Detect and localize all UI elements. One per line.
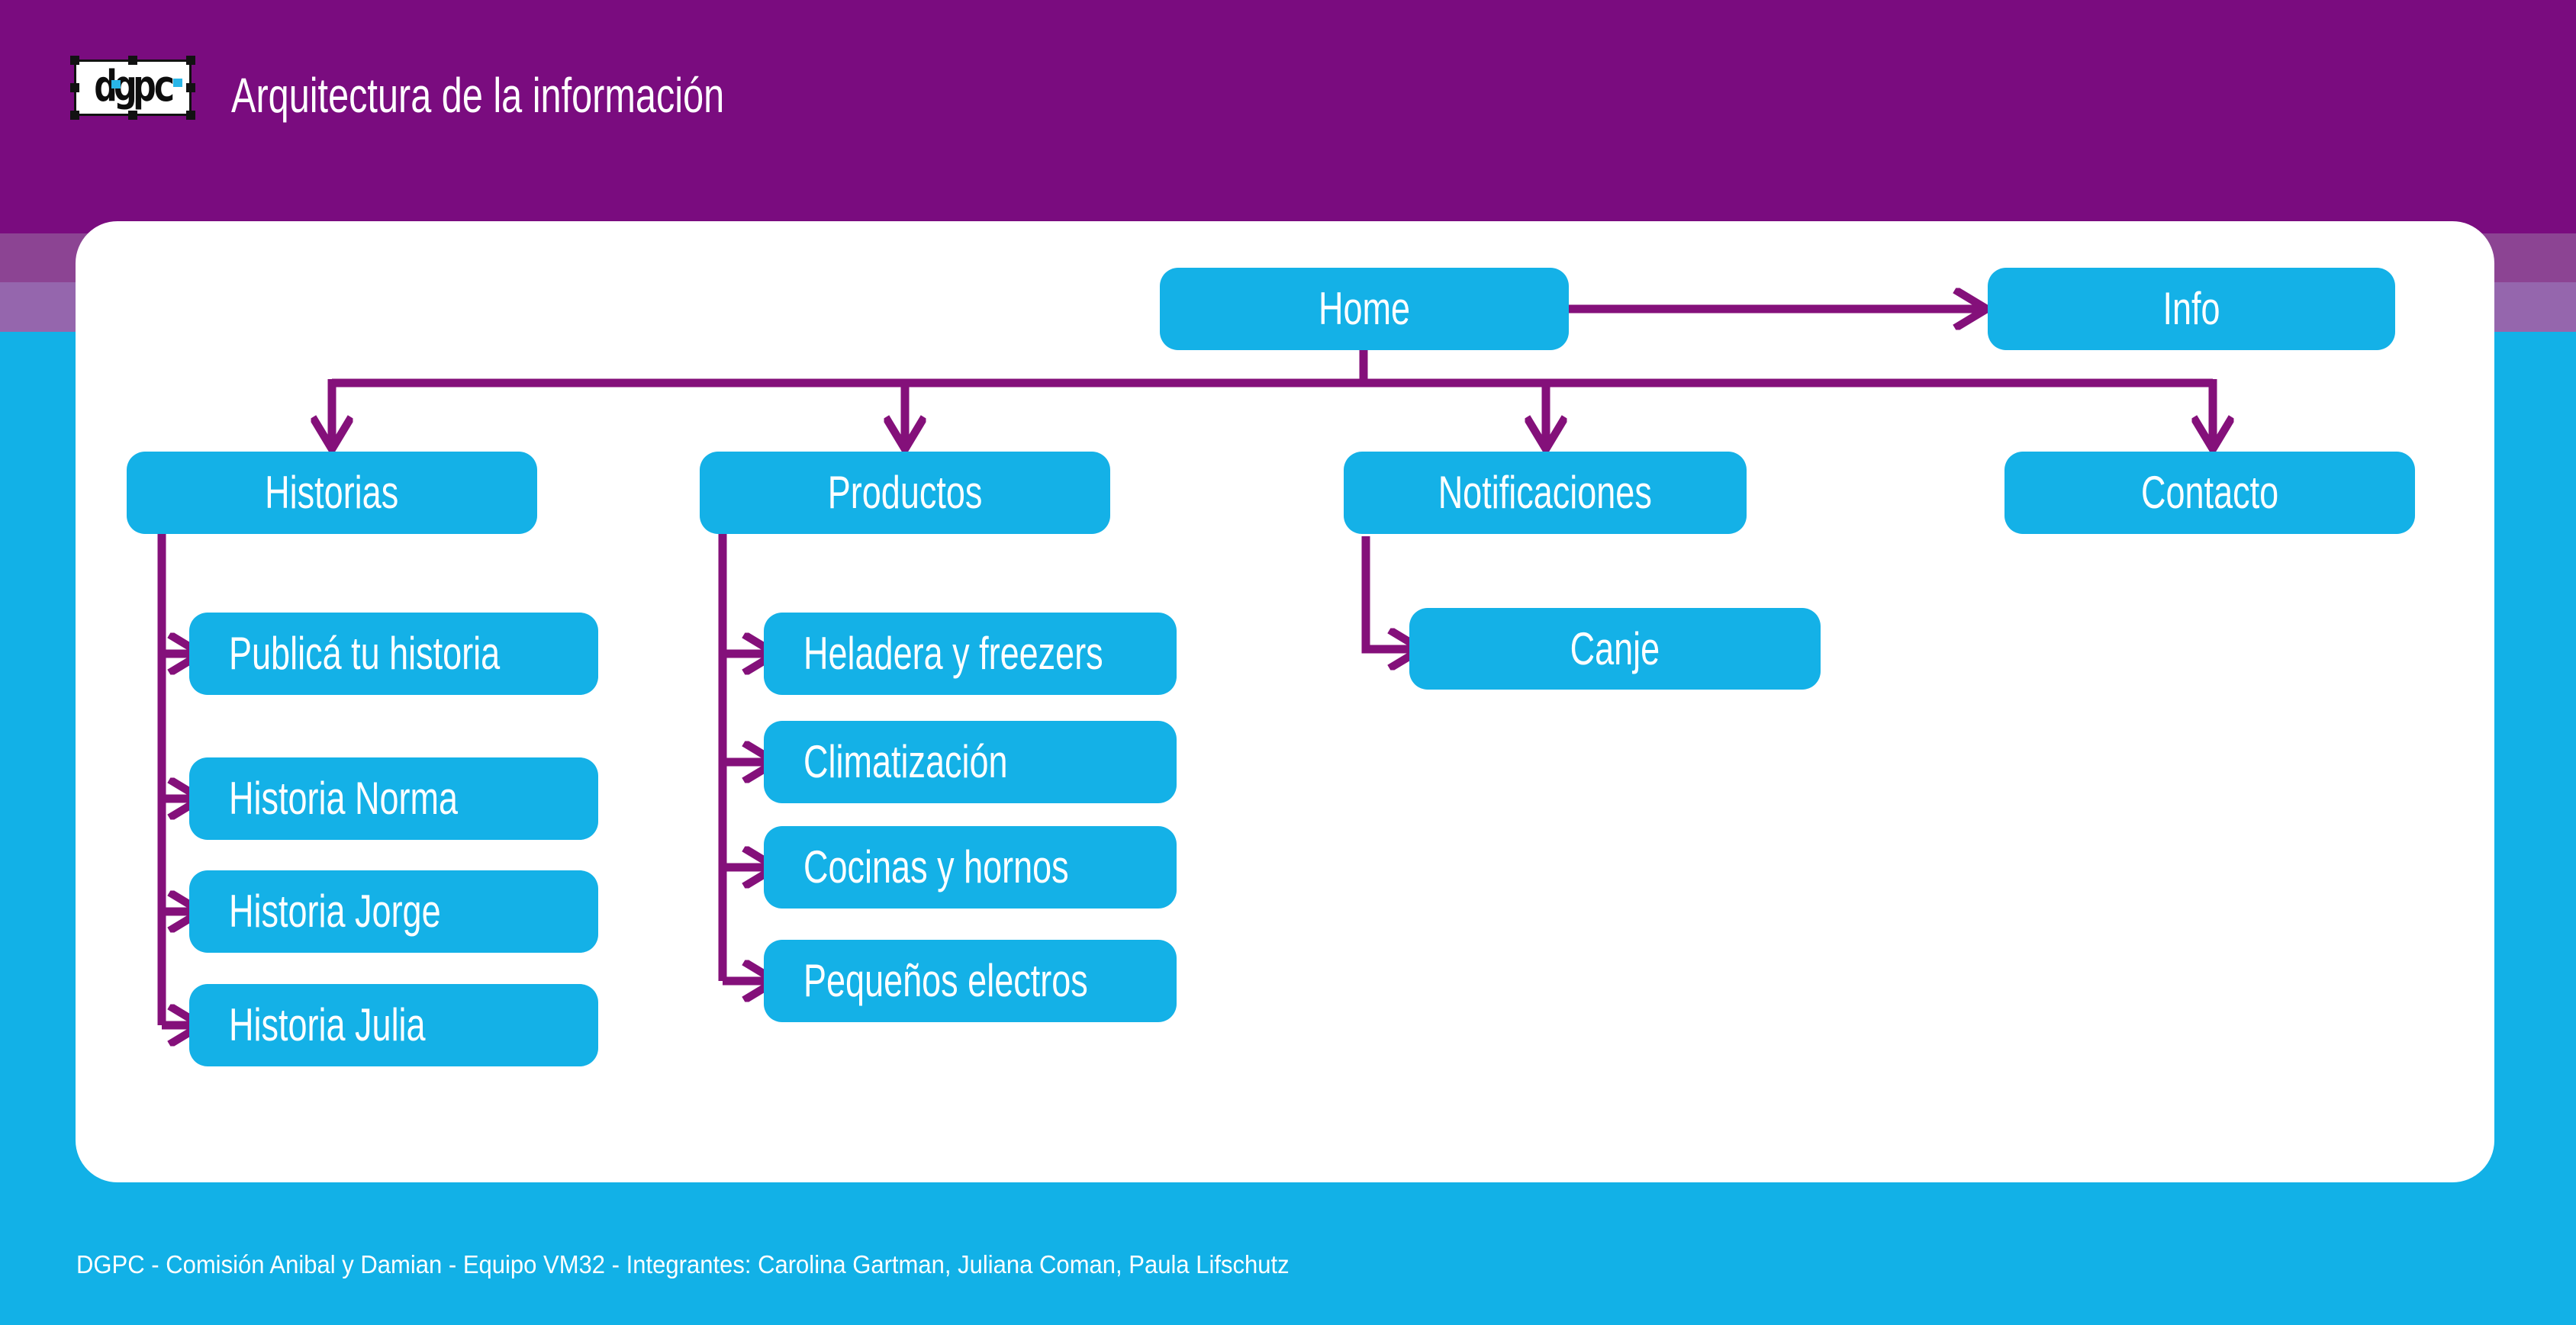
- header-bar: [0, 0, 2576, 233]
- node-home[interactable]: Home: [1160, 268, 1569, 350]
- footer-credits: DGPC - Comisión Anibal y Damian - Equipo…: [76, 1250, 1290, 1278]
- page-title: Arquitectura de la información: [231, 68, 725, 123]
- node-productos[interactable]: Productos: [700, 452, 1110, 534]
- node-historias-label: Historias: [265, 467, 399, 518]
- selection-handle[interactable]: [70, 56, 79, 65]
- node-heladera-y-freezers-label: Heladera y freezers: [803, 628, 1103, 679]
- node-heladera-y-freezers[interactable]: Heladera y freezers: [764, 613, 1177, 695]
- node-canje[interactable]: Canje: [1409, 608, 1821, 690]
- selection-handle[interactable]: [70, 111, 79, 120]
- node-historia-jorge[interactable]: Historia Jorge: [189, 870, 598, 953]
- node-notificaciones-label: Notificaciones: [1438, 467, 1653, 518]
- node-climatizacion[interactable]: Climatización: [764, 721, 1177, 803]
- selection-handle[interactable]: [186, 56, 195, 65]
- node-publica-tu-historia[interactable]: Publicá tu historia: [189, 613, 598, 695]
- node-contacto-label: Contacto: [2140, 467, 2279, 518]
- node-historia-norma-label: Historia Norma: [229, 773, 459, 824]
- selection-handle[interactable]: [70, 83, 79, 92]
- node-productos-label: Productos: [827, 467, 983, 518]
- logo-accent-pixel: [111, 79, 121, 88]
- dgpc-logo[interactable]: dgpc: [70, 56, 195, 120]
- node-historia-norma[interactable]: Historia Norma: [189, 757, 598, 840]
- selection-handle[interactable]: [186, 83, 195, 92]
- dgpc-logo-text: dgpc: [94, 61, 176, 111]
- node-climatizacion-label: Climatización: [803, 736, 1008, 787]
- node-info[interactable]: Info: [1988, 268, 2395, 350]
- node-pequenos-electros[interactable]: Pequeños electros: [764, 940, 1177, 1022]
- node-pequenos-electros-label: Pequeños electros: [803, 955, 1088, 1006]
- node-notificaciones[interactable]: Notificaciones: [1344, 452, 1747, 534]
- node-info-label: Info: [2162, 283, 2220, 334]
- node-historias[interactable]: Historias: [127, 452, 537, 534]
- node-historia-julia-label: Historia Julia: [229, 999, 426, 1050]
- selection-handle[interactable]: [128, 56, 137, 65]
- node-cocinas-y-hornos[interactable]: Cocinas y hornos: [764, 826, 1177, 909]
- selection-handle[interactable]: [128, 111, 137, 120]
- node-canje-label: Canje: [1570, 622, 1660, 674]
- node-home-label: Home: [1318, 283, 1411, 334]
- node-historia-jorge-label: Historia Jorge: [229, 886, 441, 937]
- node-contacto[interactable]: Contacto: [2004, 452, 2415, 534]
- selection-handle[interactable]: [186, 111, 195, 120]
- node-cocinas-y-hornos-label: Cocinas y hornos: [803, 841, 1069, 892]
- logo-accent-pixel: [173, 78, 183, 87]
- node-historia-julia[interactable]: Historia Julia: [189, 984, 598, 1066]
- node-publica-tu-historia-label: Publicá tu historia: [229, 628, 501, 679]
